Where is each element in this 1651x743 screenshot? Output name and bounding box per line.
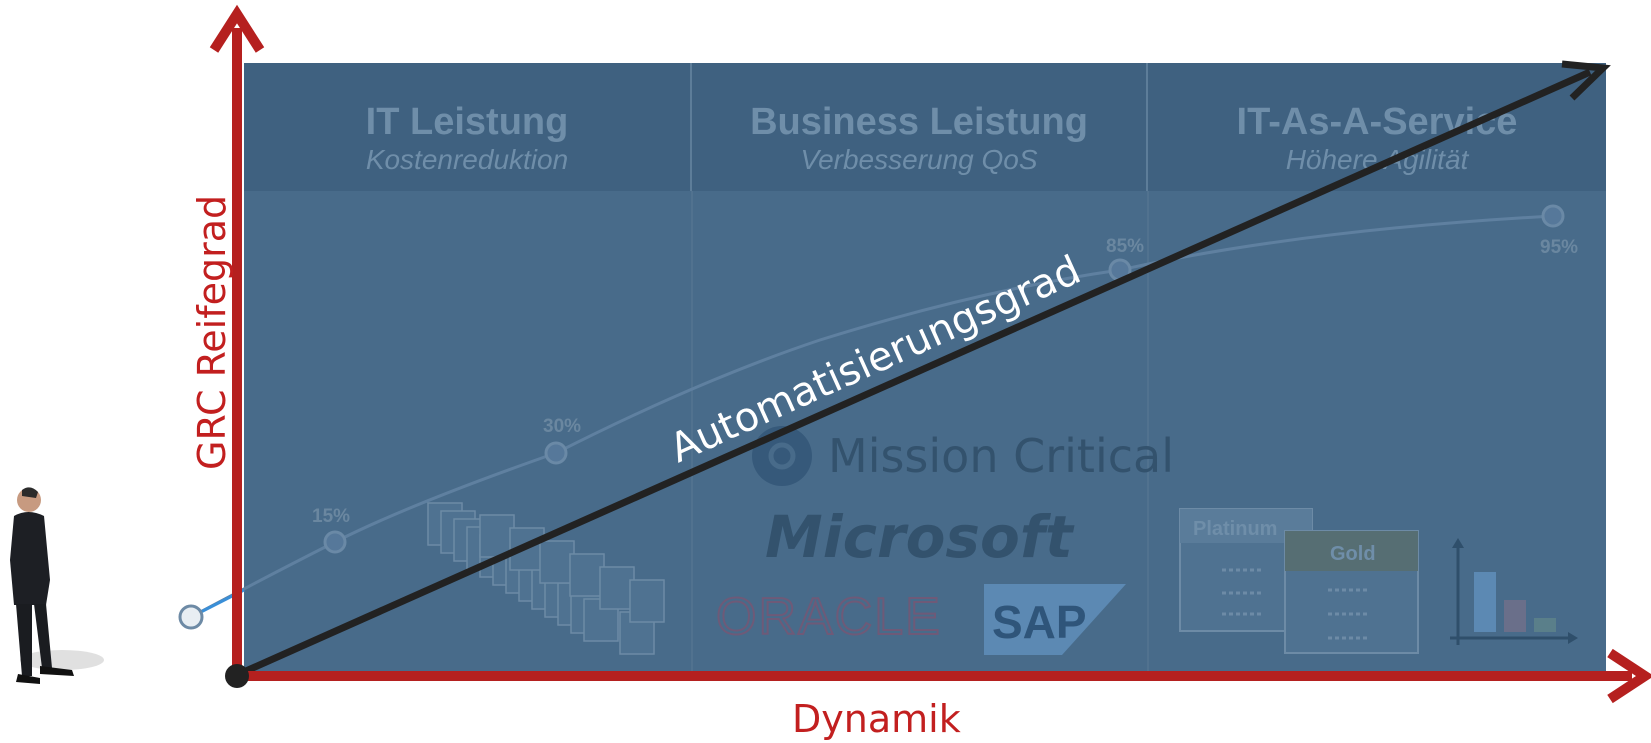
sap-logo: SAP: [984, 584, 1126, 655]
column-title: IT Leistung: [365, 101, 569, 143]
curve-point-95: [1541, 204, 1565, 228]
gold-label: Gold: [1330, 543, 1376, 565]
y-axis-label: GRC Reifegrad: [190, 194, 234, 470]
document-stack-icon: [427, 502, 665, 655]
column-subtitle: Verbesserung QoS: [800, 144, 1038, 175]
y-axis-arrowhead: [209, 4, 265, 53]
curve-start-point: [178, 604, 204, 630]
column-header-business-leistung: Business Leistung Verbesserung QoS: [692, 63, 1148, 191]
gold-card-header: [1285, 531, 1418, 571]
oracle-logo: ORACLE: [716, 588, 942, 646]
mission-critical-logo: Mission Critical: [752, 426, 1174, 486]
column-header-it-leistung: IT Leistung Kostenreduktion: [244, 63, 692, 191]
sap-logo-text: SAP: [992, 596, 1087, 648]
curve-label-15: 15%: [312, 506, 350, 527]
mission-critical-text: Mission Critical: [828, 429, 1174, 483]
automation-arrow: [235, 68, 1592, 679]
microsoft-logo: Microsoft: [765, 503, 1075, 571]
column-title: Business Leistung: [750, 101, 1088, 143]
x-axis-label: Dynamik: [792, 697, 961, 741]
origin-point: [225, 664, 249, 688]
automation-arrowhead: [1561, 60, 1611, 101]
curve-point-30: [544, 441, 568, 465]
column-subtitle: Kostenreduktion: [365, 144, 569, 175]
gear-icon: [768, 442, 796, 470]
bar-chart-icon: [1450, 538, 1578, 645]
curve-point-15: [323, 530, 347, 554]
platinum-label: Platinum: [1193, 518, 1277, 540]
curve-label-30: 30%: [543, 416, 581, 437]
x-axis-arrowhead: [1607, 648, 1651, 704]
service-tier-cards: Platinum Gold: [1179, 508, 1419, 654]
curve-label-95: 95%: [1540, 237, 1578, 258]
businessman-figure: [10, 487, 104, 684]
curve-label-85: 85%: [1106, 236, 1144, 257]
